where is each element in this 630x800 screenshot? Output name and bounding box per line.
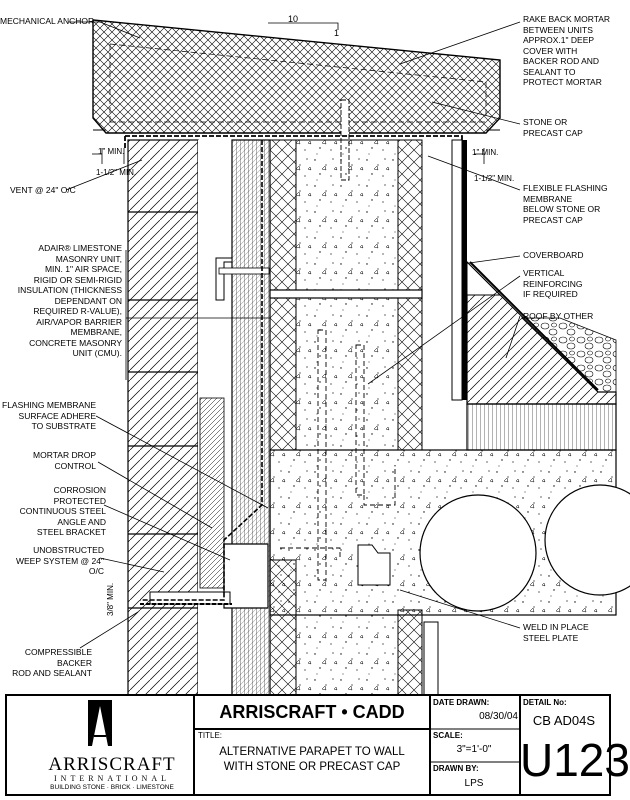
- mortar-drop-control: [199, 397, 225, 589]
- label-adair-masonry: ADAIR® LIMESTONE MASONRY UNIT, MIN. 1" A…: [17, 243, 122, 358]
- detail-code: CB AD04S: [532, 713, 596, 728]
- date-value: 08/30/04: [479, 711, 518, 722]
- scale-label: SCALE:: [433, 731, 463, 740]
- label-rake-back-mortar: RAKE BACK MORTAR BETWEEN UNITS APPROX.1"…: [523, 14, 611, 87]
- label-flexible-flashing: FLEXIBLE FLASHING MEMBRANE BELOW STONE O…: [523, 183, 608, 225]
- cmu-backup: [231, 139, 271, 696]
- parapet-section-drawing: [5, 19, 630, 796]
- logo-sub: INTERNATIONAL: [54, 774, 170, 783]
- scale-value: 3"=1'-0": [456, 744, 492, 755]
- label-mechanical-anchor: MECHANICAL ANCHOR: [0, 16, 95, 26]
- slope-dimension: [268, 22, 339, 30]
- title-text: ALTERNATIVE PARAPET TO WALL WITH STONE O…: [219, 746, 405, 773]
- dimension-top: 10: [288, 14, 299, 24]
- logo-name: ARRISCRAFT: [48, 754, 176, 775]
- min-1-5-right: 1-1/2" MIN.: [474, 174, 515, 183]
- date-label: DATE DRAWN:: [433, 698, 490, 707]
- label-mortar-drop: MORTAR DROP CONTROL: [33, 450, 96, 471]
- title-label: TITLE:: [198, 731, 223, 740]
- label-stone-cap: STONE OR PRECAST CAP: [523, 117, 583, 138]
- stone-cap: [92, 19, 501, 134]
- min-3-8: 3/8" MIN.: [106, 582, 115, 616]
- flashing-membrane: [140, 140, 263, 601]
- weld-plate: [423, 621, 439, 696]
- leader-lines: [65, 21, 521, 649]
- drawn-value: LPS: [464, 778, 484, 789]
- concrete-core: [269, 139, 630, 696]
- label-vertical-reinforcing: VERTICAL REINFORCING IF REQUIRED: [523, 268, 583, 299]
- steel-angle-bracket: [140, 257, 270, 609]
- company-heading: ARRISCRAFT • CADD: [219, 702, 405, 722]
- title-block-frame: [5, 694, 611, 796]
- dimension-top-small: 1: [334, 28, 340, 38]
- label-weld-plate: WELD IN PLACE STEEL PLATE: [523, 622, 589, 643]
- vertical-reinforcing: [280, 329, 396, 581]
- label-vent: VENT @ 24" O/C: [10, 185, 76, 195]
- logo-tagline: BUILDING STONE · BRICK · LIMESTONE: [50, 784, 174, 791]
- label-roof-by-other: ROOF BY OTHER: [523, 311, 594, 321]
- detail-number: U123: [520, 734, 630, 786]
- label-backer-rod: COMPRESSIBLE BACKER ROD AND SEALANT: [12, 647, 92, 678]
- label-flashing-membrane: FLASHING MEMBRANE SURFACE ADHERE TO SUBS…: [2, 400, 96, 431]
- drawn-label: DRAWN BY:: [433, 764, 479, 773]
- detail-label: DETAIL No:: [523, 698, 567, 707]
- min-1-5-left: 1-1/2" MIN.: [96, 168, 137, 177]
- limestone-veneer: [127, 139, 199, 696]
- arriscraft-logo-mark: [88, 700, 112, 746]
- label-weep-system: UNOBSTRUCTED WEEP SYSTEM @ 24" O/C: [15, 545, 104, 576]
- label-corrosion-angle: CORROSION PROTECTED CONTINUOUS STEEL ANG…: [19, 485, 106, 537]
- roof-assembly: [451, 139, 617, 451]
- min-1in-left: 1" MIN.: [98, 147, 125, 156]
- label-coverboard: COVERBOARD: [523, 250, 584, 260]
- min-1in-right: 1" MIN.: [472, 148, 499, 157]
